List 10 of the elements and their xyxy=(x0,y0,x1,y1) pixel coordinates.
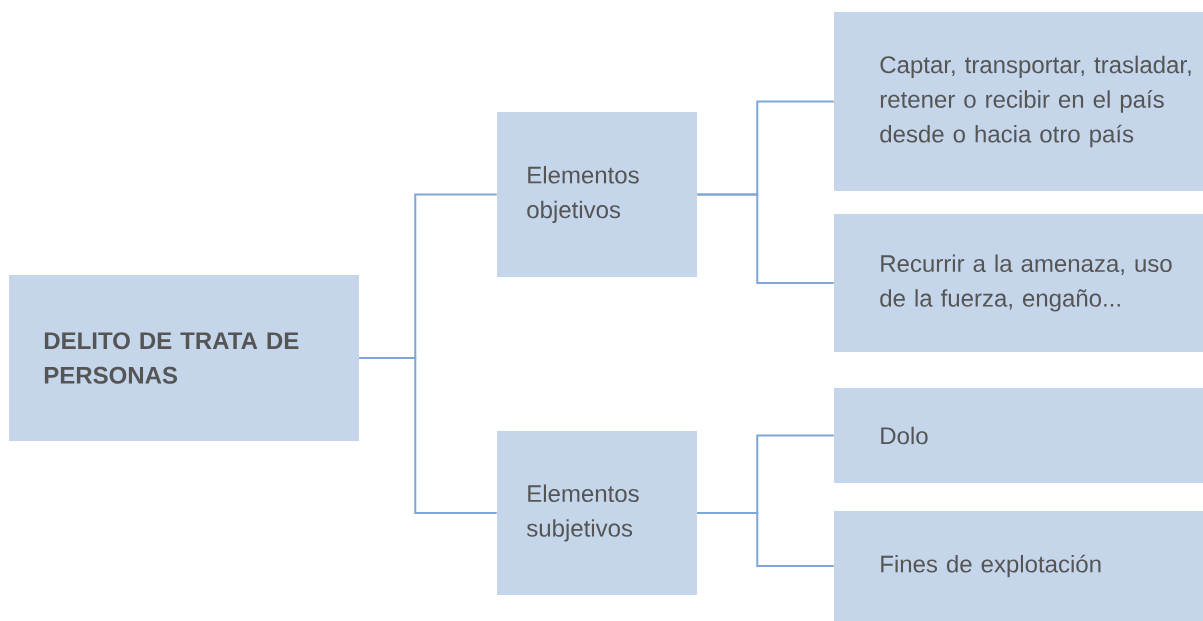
element-box: Dolo xyxy=(834,388,1203,483)
connector-line xyxy=(358,357,498,514)
connector-line xyxy=(696,193,835,284)
category-box: Elementos objetivos xyxy=(497,112,697,277)
topic-box: DELITO DE TRATA DE PERSONAS xyxy=(9,275,359,441)
element-box: Fines de explotación xyxy=(834,511,1203,621)
category-box: Elementos subjetivos xyxy=(497,431,697,595)
element-box: Captar, transportar, trasladar, retener o recibir en el país desde o hacia otro país xyxy=(834,12,1203,191)
element-box: Recurrir a la amenaza, uso de la fuerza, engaño... xyxy=(834,214,1203,352)
connector-line xyxy=(696,512,835,567)
